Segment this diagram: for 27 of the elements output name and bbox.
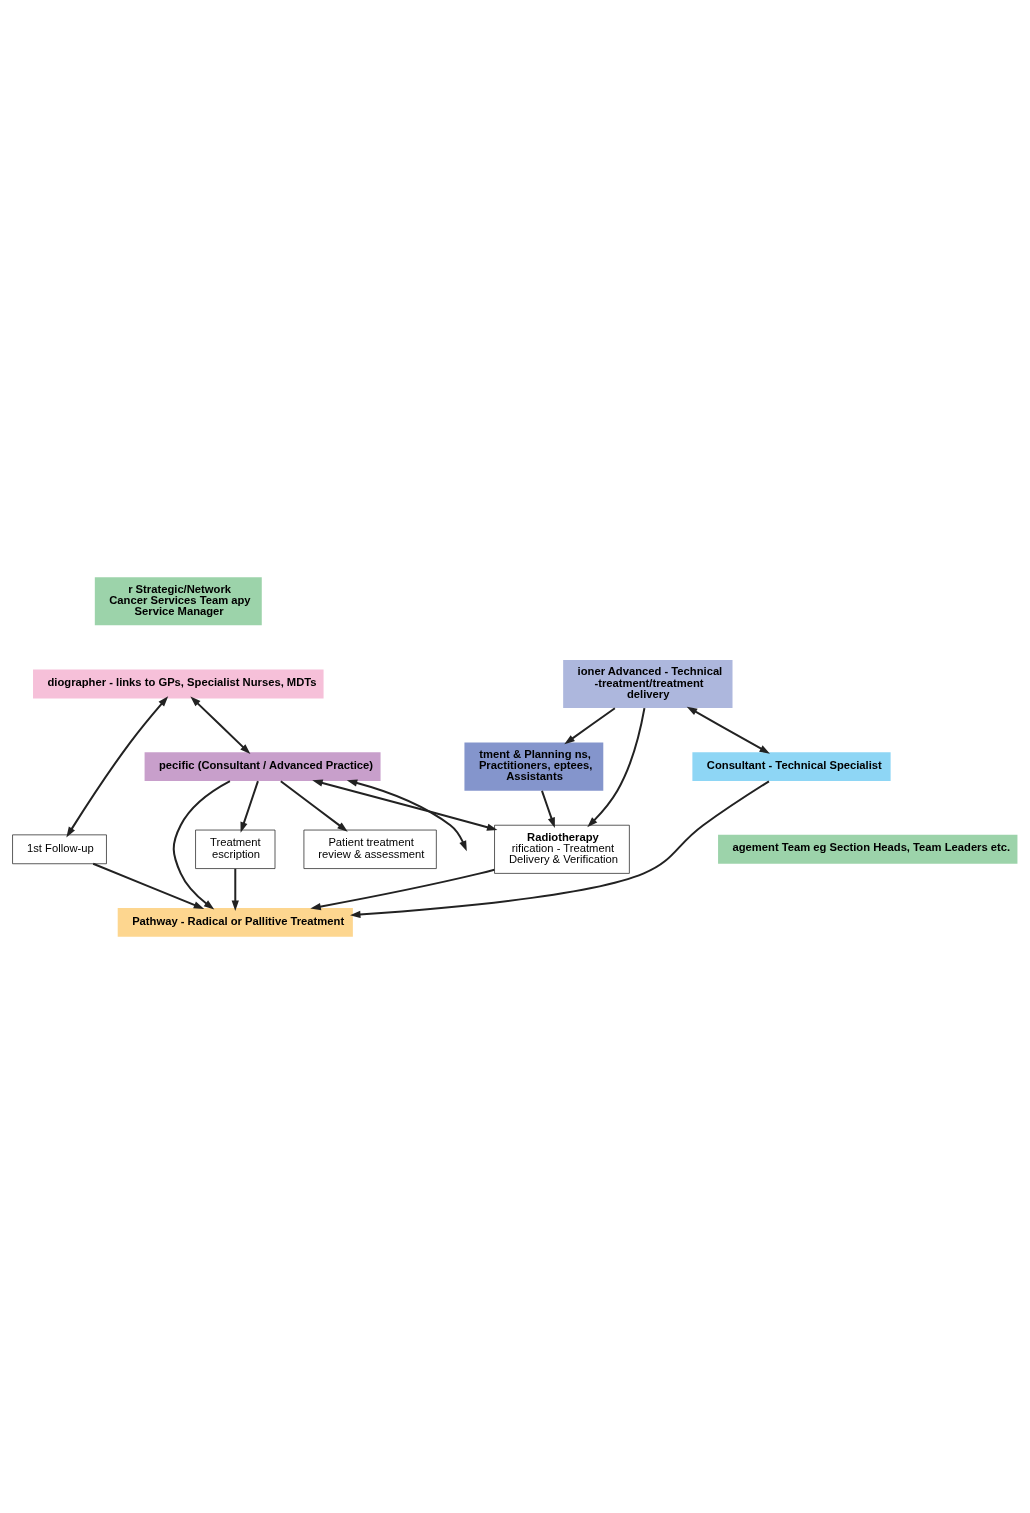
node-box: ioner Advanced - Technical -treatment/treatment delivery: [563, 659, 733, 708]
arrow: [310, 868, 495, 910]
arrow: [350, 779, 770, 918]
arrow: [231, 868, 239, 911]
node-box: Treatment escription: [195, 829, 276, 869]
arrow: [541, 790, 555, 828]
node-box: Patient treatment review & assessment: [303, 829, 437, 869]
arrow: [190, 695, 251, 754]
arrow: [564, 706, 616, 744]
node-box: diographer - links to GPs, Specialist Nurses, MDTs: [33, 669, 324, 698]
arrow: [346, 778, 467, 851]
arrow: [66, 695, 169, 837]
arrow: [172, 779, 231, 910]
node-box: 1st Follow-up: [12, 833, 107, 864]
arrow: [240, 780, 259, 833]
arrow: [280, 779, 348, 832]
arrow: [587, 707, 646, 827]
node-box: pecific (Consultant / Advanced Practice): [144, 751, 381, 781]
node-box: r Strategic/Network Cancer Services Team apy Service Manager: [94, 576, 262, 625]
node-box: Consultant - Technical Specialist: [692, 751, 891, 781]
arrow: [92, 862, 205, 909]
node-box: Radiotherapy rification - Treatment Delivery & Verification: [494, 824, 630, 874]
arrow: [312, 778, 498, 831]
node-box: Pathway - Radical or Pallitive Treatment: [117, 907, 353, 937]
node-box: tment & Planning ns, Practitioners, eptees, Assistants: [464, 742, 604, 791]
node-box: agement Team eg Section Heads, Team Leaders etc.: [718, 834, 1018, 864]
arrow: [686, 706, 770, 754]
